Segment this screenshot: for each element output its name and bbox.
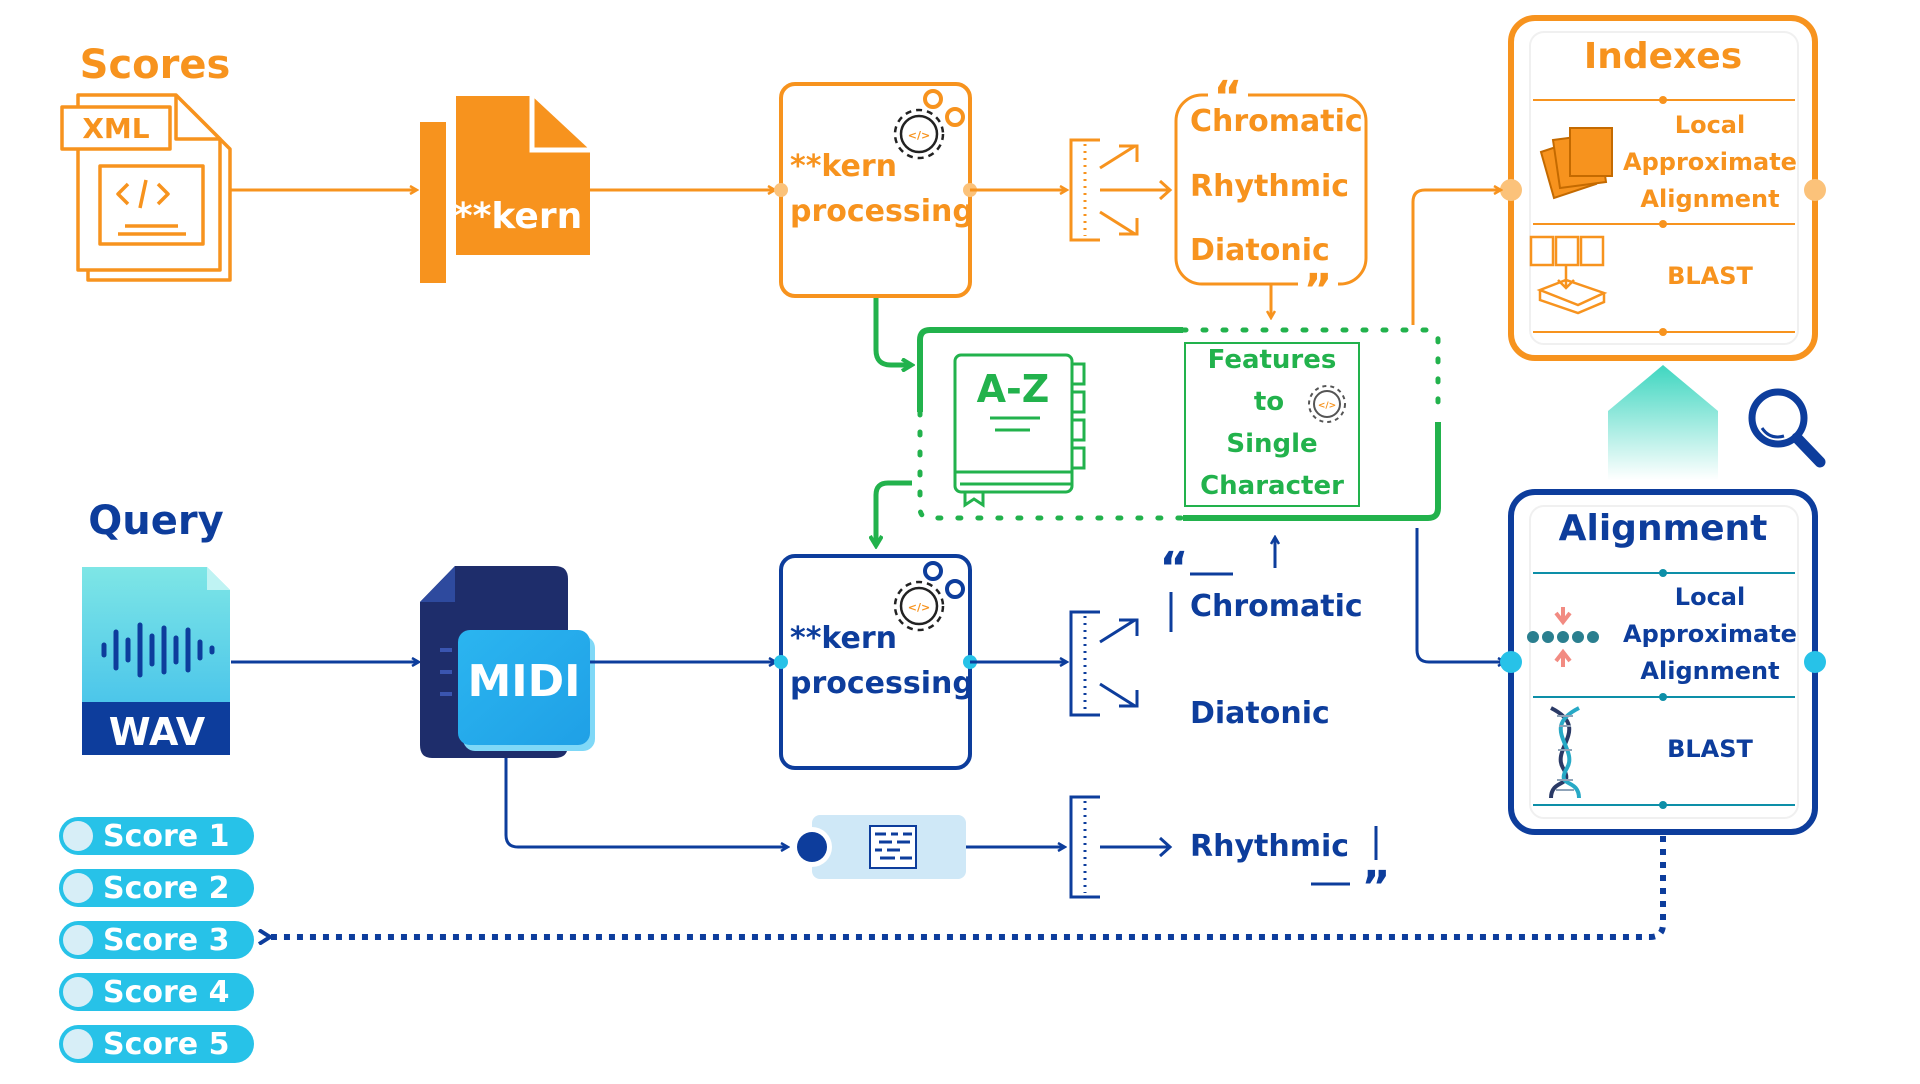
- wav-file-icon: [82, 567, 230, 755]
- result-label: Score 2: [103, 871, 229, 906]
- midi-label: MIDI: [467, 656, 580, 707]
- port: [1500, 651, 1522, 673]
- svg-text:</>: </>: [1318, 401, 1336, 411]
- result-item[interactable]: Score 5: [59, 1025, 254, 1063]
- scores-features-box: [1174, 93, 1368, 286]
- kern-file-label: **kern: [454, 196, 582, 237]
- svg-text:</>: </>: [908, 129, 930, 142]
- midi-file-icon: [420, 566, 595, 758]
- arrow-mapping-to-alignment: [1415, 528, 1505, 662]
- arrow-results-return: [270, 836, 1666, 937]
- gears-code-icon: [893, 561, 965, 632]
- query-feature: Chromatic: [1190, 589, 1363, 624]
- arrow-mapping-to-query-processing: [876, 480, 912, 546]
- alignment-title: Alignment: [1559, 508, 1768, 549]
- compress-arrows-icon: [1527, 607, 1599, 667]
- book-label: A-Z: [977, 367, 1050, 411]
- arrow-processing-to-mapping: [873, 298, 912, 365]
- kern-file-icon: [420, 96, 590, 283]
- scores-processing-box: [779, 82, 972, 298]
- az-book-icon: [953, 353, 1086, 508]
- gears-code-icon: [893, 89, 965, 160]
- port: [1804, 179, 1826, 201]
- result-item[interactable]: Score 2: [59, 869, 254, 907]
- port: [1804, 651, 1826, 673]
- magnifier-icon: [1748, 388, 1826, 468]
- port: [774, 655, 788, 669]
- wav-label: WAV: [109, 710, 206, 754]
- features-to-single-character-box: [1184, 342, 1360, 507]
- green-border-dotted-bottom: [917, 409, 1186, 521]
- alignment-local-2: Approximate: [1623, 620, 1797, 648]
- indexes-local-3: Alignment: [1640, 185, 1779, 213]
- quote-icon: ”: [1304, 265, 1333, 316]
- green-border-dotted-top: [1180, 327, 1441, 419]
- quote-icon: ”: [1362, 862, 1391, 913]
- query-rhythmic: Rhythmic: [1190, 829, 1349, 864]
- port: [774, 183, 788, 197]
- quote-icon: “: [1160, 543, 1189, 594]
- documents-stack-icon: [1539, 127, 1613, 200]
- query-processing-box: [779, 554, 972, 770]
- alignment-dividers: [1533, 572, 1795, 806]
- split-arrows-icon: [1069, 795, 1173, 899]
- quote-icon: “: [1214, 72, 1243, 123]
- result-label: Score 3: [103, 923, 229, 958]
- query-processing-label-2: processing: [790, 666, 974, 701]
- result-item[interactable]: Score 1: [59, 817, 254, 855]
- scores-feature: Chromatic: [1190, 104, 1363, 139]
- split-arrows-icon: [1069, 610, 1139, 717]
- result-label: Score 4: [103, 975, 229, 1010]
- gear-code-icon: [1308, 385, 1346, 423]
- result-label: Score 1: [103, 819, 229, 854]
- alignment-local-1: Local: [1675, 583, 1745, 611]
- indexes-blast: BLAST: [1667, 262, 1753, 290]
- mapping-label-4: Character: [1200, 471, 1344, 501]
- scores-processing-label-2: processing: [790, 194, 974, 229]
- results-list: Score 1 Score 2 Score 3 Score 4 Score 5: [59, 817, 254, 1063]
- mapping-label-1: Features: [1208, 345, 1337, 375]
- dna-icon: [1549, 706, 1581, 799]
- svg-text:</>: </>: [908, 601, 930, 614]
- query-feature: Diatonic: [1190, 696, 1330, 731]
- arrow-midi-to-piano-roll: [504, 758, 788, 847]
- result-item[interactable]: Score 4: [59, 973, 254, 1011]
- green-border-solid-bottom: [1183, 422, 1441, 521]
- arrow-mapping-to-indexes: [1411, 190, 1501, 325]
- scores-title: Scores: [80, 42, 231, 88]
- alignment-local-3: Alignment: [1640, 657, 1779, 685]
- split-arrows-icon: [1069, 138, 1173, 242]
- blast-database-icon: [1529, 235, 1608, 315]
- indexes-local-1: Local: [1675, 111, 1745, 139]
- xml-file-icon: [60, 93, 232, 282]
- alignment-blast: BLAST: [1667, 735, 1753, 763]
- scores-feature: Rhythmic: [1190, 169, 1349, 204]
- scores-processing-label-1: **kern: [790, 149, 897, 184]
- query-processing-label-1: **kern: [790, 621, 897, 656]
- result-item[interactable]: Score 3: [59, 921, 254, 959]
- green-border-solid-top: [917, 327, 1183, 412]
- scores-feature: Diatonic: [1190, 233, 1330, 268]
- mapping-label-2: to: [1254, 387, 1284, 417]
- indexes-local-2: Approximate: [1623, 148, 1797, 176]
- up-arrow-alignment-to-indexes: [1608, 365, 1718, 480]
- indexes-title: Indexes: [1584, 36, 1742, 77]
- piano-roll-icon: [792, 815, 966, 879]
- result-label: Score 5: [103, 1027, 229, 1062]
- query-title: Query: [88, 498, 223, 544]
- port: [1500, 179, 1522, 201]
- mapping-label-3: Single: [1226, 429, 1317, 459]
- xml-label: XML: [82, 112, 149, 145]
